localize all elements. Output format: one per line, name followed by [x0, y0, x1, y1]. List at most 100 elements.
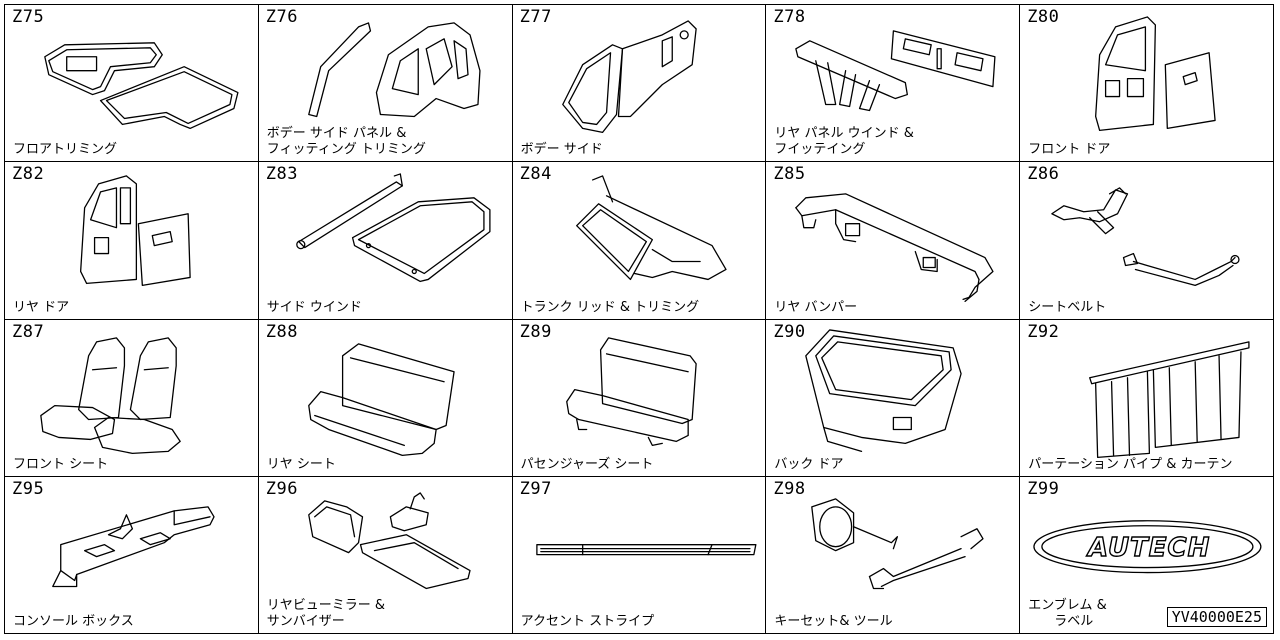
key-set-tools-illustration [766, 477, 1019, 633]
part-cell-z84[interactable]: Z84 トランク リッド & トリミング [512, 162, 767, 320]
part-cell-z75[interactable]: Z75 フロアトリミング [5, 5, 259, 163]
part-label: エンブレム & ラベル [1028, 598, 1107, 630]
part-cell-z96[interactable]: Z96 リヤビューミラー & サンバイザー [258, 476, 513, 634]
part-cell-z85[interactable]: Z85 リヤ バンパー [766, 162, 1021, 320]
part-label-line: ボデー サイド パネル & [266, 126, 407, 142]
part-label: バック ドア [774, 457, 843, 473]
part-label-line: コンソール ボックス [13, 614, 134, 629]
part-label-line: リヤ パネル ウインド & [774, 126, 914, 142]
rear-view-mirror-sun-visor-illustration [259, 477, 512, 633]
part-code: Z87 [12, 321, 45, 342]
rear-door-illustration [5, 162, 258, 318]
part-label-line: キーセット& ツール [774, 614, 893, 629]
part-cell-z89[interactable]: Z89 パセンジャーズ シート [512, 319, 767, 477]
part-cell-z76[interactable]: Z76 ボデー サイド パネル & フィッティング トリミング [258, 5, 513, 163]
part-label-line: フロント シート [13, 456, 109, 472]
part-label: リヤ パネル ウインド & フイッテイング [774, 126, 914, 158]
part-cell-z92[interactable]: Z92 パーテーション パイプ & カーテン [1020, 319, 1274, 477]
front-door-illustration [1020, 5, 1273, 161]
part-cell-z78[interactable]: Z78 リヤ パネル ウインド & フイッテイング [766, 5, 1021, 163]
part-label: リヤ バンパー [774, 300, 857, 316]
part-label-line: アクセント ストライプ [520, 614, 655, 629]
part-label-line: リヤ バンパー [774, 299, 858, 315]
part-label: サイド ウインド [267, 300, 362, 316]
part-code: Z98 [773, 478, 806, 499]
part-label-line: サイド ウインド [266, 299, 362, 315]
part-cell-z98[interactable]: Z98 キーセット& ツール [766, 476, 1021, 634]
body-side-illustration [513, 5, 766, 161]
back-door-illustration [766, 320, 1019, 476]
part-label: パーテーション パイプ & カーテン [1028, 457, 1232, 473]
part-code: Z88 [265, 321, 299, 342]
part-code: Z95 [12, 478, 45, 499]
part-label: リヤビューミラー & サンバイザー [267, 598, 385, 630]
part-code: Z76 [265, 7, 299, 27]
part-label: ボデー サイド [521, 142, 603, 158]
part-code: Z96 [265, 478, 299, 499]
accent-stripe-illustration [513, 477, 766, 633]
part-label: ボデー サイド パネル & フィッティング トリミング [267, 126, 426, 158]
rear-panel-window-illustration [766, 5, 1019, 161]
floor-trim-illustration [5, 5, 258, 161]
part-cell-z77[interactable]: Z77 ボデー サイド [512, 5, 767, 163]
rear-seat-illustration [259, 320, 512, 476]
part-cell-z97[interactable]: Z97 アクセント ストライプ [512, 476, 767, 634]
part-cell-z83[interactable]: Z83 サイド ウインド [258, 162, 513, 320]
part-code: Z85 [773, 164, 806, 185]
part-label: アクセント ストライプ [521, 614, 654, 630]
part-cell-z99[interactable]: AUTECH Z99 エンブレム & ラベル YV40000E25 [1020, 476, 1274, 634]
part-label-line: パーテーション パイプ & カーテン [1028, 456, 1233, 472]
part-code: Z77 [519, 7, 552, 27]
parts-index-grid: Z75 フロアトリミング Z76 ボデー サイド パネル & フィッティング ト… [4, 4, 1274, 634]
part-code: Z97 [519, 478, 552, 499]
part-label-line: ボデー サイド [520, 142, 603, 158]
part-label-line: トランク リッド & トリミング [520, 299, 700, 315]
part-label: コンソール ボックス [13, 614, 134, 630]
passengers-seat-illustration [513, 320, 766, 476]
part-label-line: フロアトリミング [13, 142, 118, 158]
part-cell-z80[interactable]: Z80 フロント ドア [1020, 5, 1274, 163]
part-cell-z87[interactable]: Z87 フロント シート [5, 319, 259, 477]
part-label-line: リヤ ドア [13, 299, 70, 315]
part-label: リヤ ドア [13, 300, 69, 316]
part-cell-z95[interactable]: Z95 コンソール ボックス [5, 476, 259, 634]
side-window-illustration [259, 162, 512, 318]
partition-pipe-curtain-illustration [1020, 320, 1273, 476]
part-label-line: シートベルト [1028, 299, 1107, 315]
part-code: Z80 [1027, 7, 1060, 27]
part-code: Z86 [1027, 164, 1060, 185]
part-label-line: リヤビューミラー & [266, 598, 386, 613]
part-label: リヤ シート [267, 457, 336, 473]
part-label-line: フイッテイング [774, 142, 866, 158]
part-label-line: フィッティング トリミング [266, 142, 426, 158]
part-label: キーセット& ツール [774, 614, 892, 630]
part-label: パセンジャーズ シート [521, 457, 654, 473]
part-code: Z78 [773, 7, 806, 27]
part-label-line: フロント ドア [1028, 142, 1111, 158]
part-code: Z75 [12, 7, 45, 27]
part-cell-z86[interactable]: Z86 シートベルト [1020, 162, 1274, 320]
console-box-illustration [5, 477, 258, 633]
part-label: シートベルト [1028, 300, 1106, 316]
part-label-line: バック ドア [774, 456, 844, 472]
part-cell-z82[interactable]: Z82 リヤ ドア [5, 162, 259, 320]
part-label: フロント ドア [1028, 142, 1110, 158]
part-code: Z89 [519, 321, 552, 342]
body-side-panel-illustration [259, 5, 512, 161]
trunk-lid-illustration [513, 162, 766, 318]
part-code: Z90 [773, 321, 806, 342]
part-label: フロント シート [13, 457, 108, 473]
emblem-illustration [1020, 477, 1273, 633]
autech-emblem-logo: AUTECH [1087, 532, 1211, 563]
part-code: Z99 [1027, 478, 1060, 499]
part-cell-z88[interactable]: Z88 リヤ シート [258, 319, 513, 477]
part-code: Z92 [1027, 321, 1060, 342]
part-code: Z83 [265, 164, 299, 185]
part-code: Z84 [519, 164, 552, 185]
seat-belt-illustration [1020, 162, 1273, 318]
part-label-line: パセンジャーズ シート [520, 456, 654, 472]
front-seat-illustration [5, 320, 258, 476]
part-cell-z90[interactable]: Z90 バック ドア [766, 319, 1021, 477]
part-label: フロアトリミング [13, 142, 117, 158]
document-number: YV40000E25 [1166, 607, 1267, 627]
